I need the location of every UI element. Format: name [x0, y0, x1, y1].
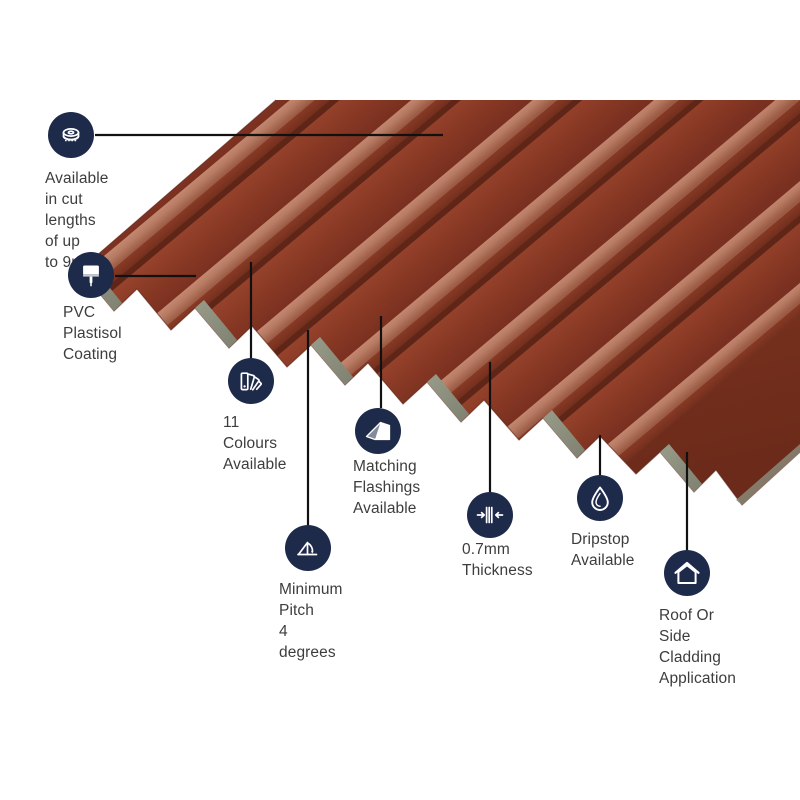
thickness-arrows-icon[interactable]: [467, 492, 513, 538]
paint-brush-icon[interactable]: [68, 252, 114, 298]
feature-label-minimum-pitch: Minimum Pitch 4 degrees: [279, 581, 343, 661]
folded-flashing-icon[interactable]: [355, 408, 401, 454]
feature-label-thickness: 0.7mm Thickness: [462, 541, 533, 579]
coil-roll-icon[interactable]: [48, 112, 94, 158]
house-outline-icon[interactable]: [664, 550, 710, 596]
angle-pitch-icon[interactable]: [285, 525, 331, 571]
sheet-cut-edge: [79, 99, 800, 506]
water-droplet-icon[interactable]: [577, 475, 623, 521]
feature-label-pvc-plastisol-coating: PVC Plastisol Coating: [63, 304, 122, 363]
feature-label-colours-available: 11 Colours Available: [223, 414, 287, 473]
feature-label-matching-flashings: Matching Flashings Available: [353, 458, 421, 517]
feature-label-dripstop: Dripstop Available: [571, 531, 635, 569]
colour-swatch-fan-icon[interactable]: [228, 358, 274, 404]
feature-label-roof-or-side-cladding: Roof Or Side Cladding Application: [659, 607, 736, 687]
